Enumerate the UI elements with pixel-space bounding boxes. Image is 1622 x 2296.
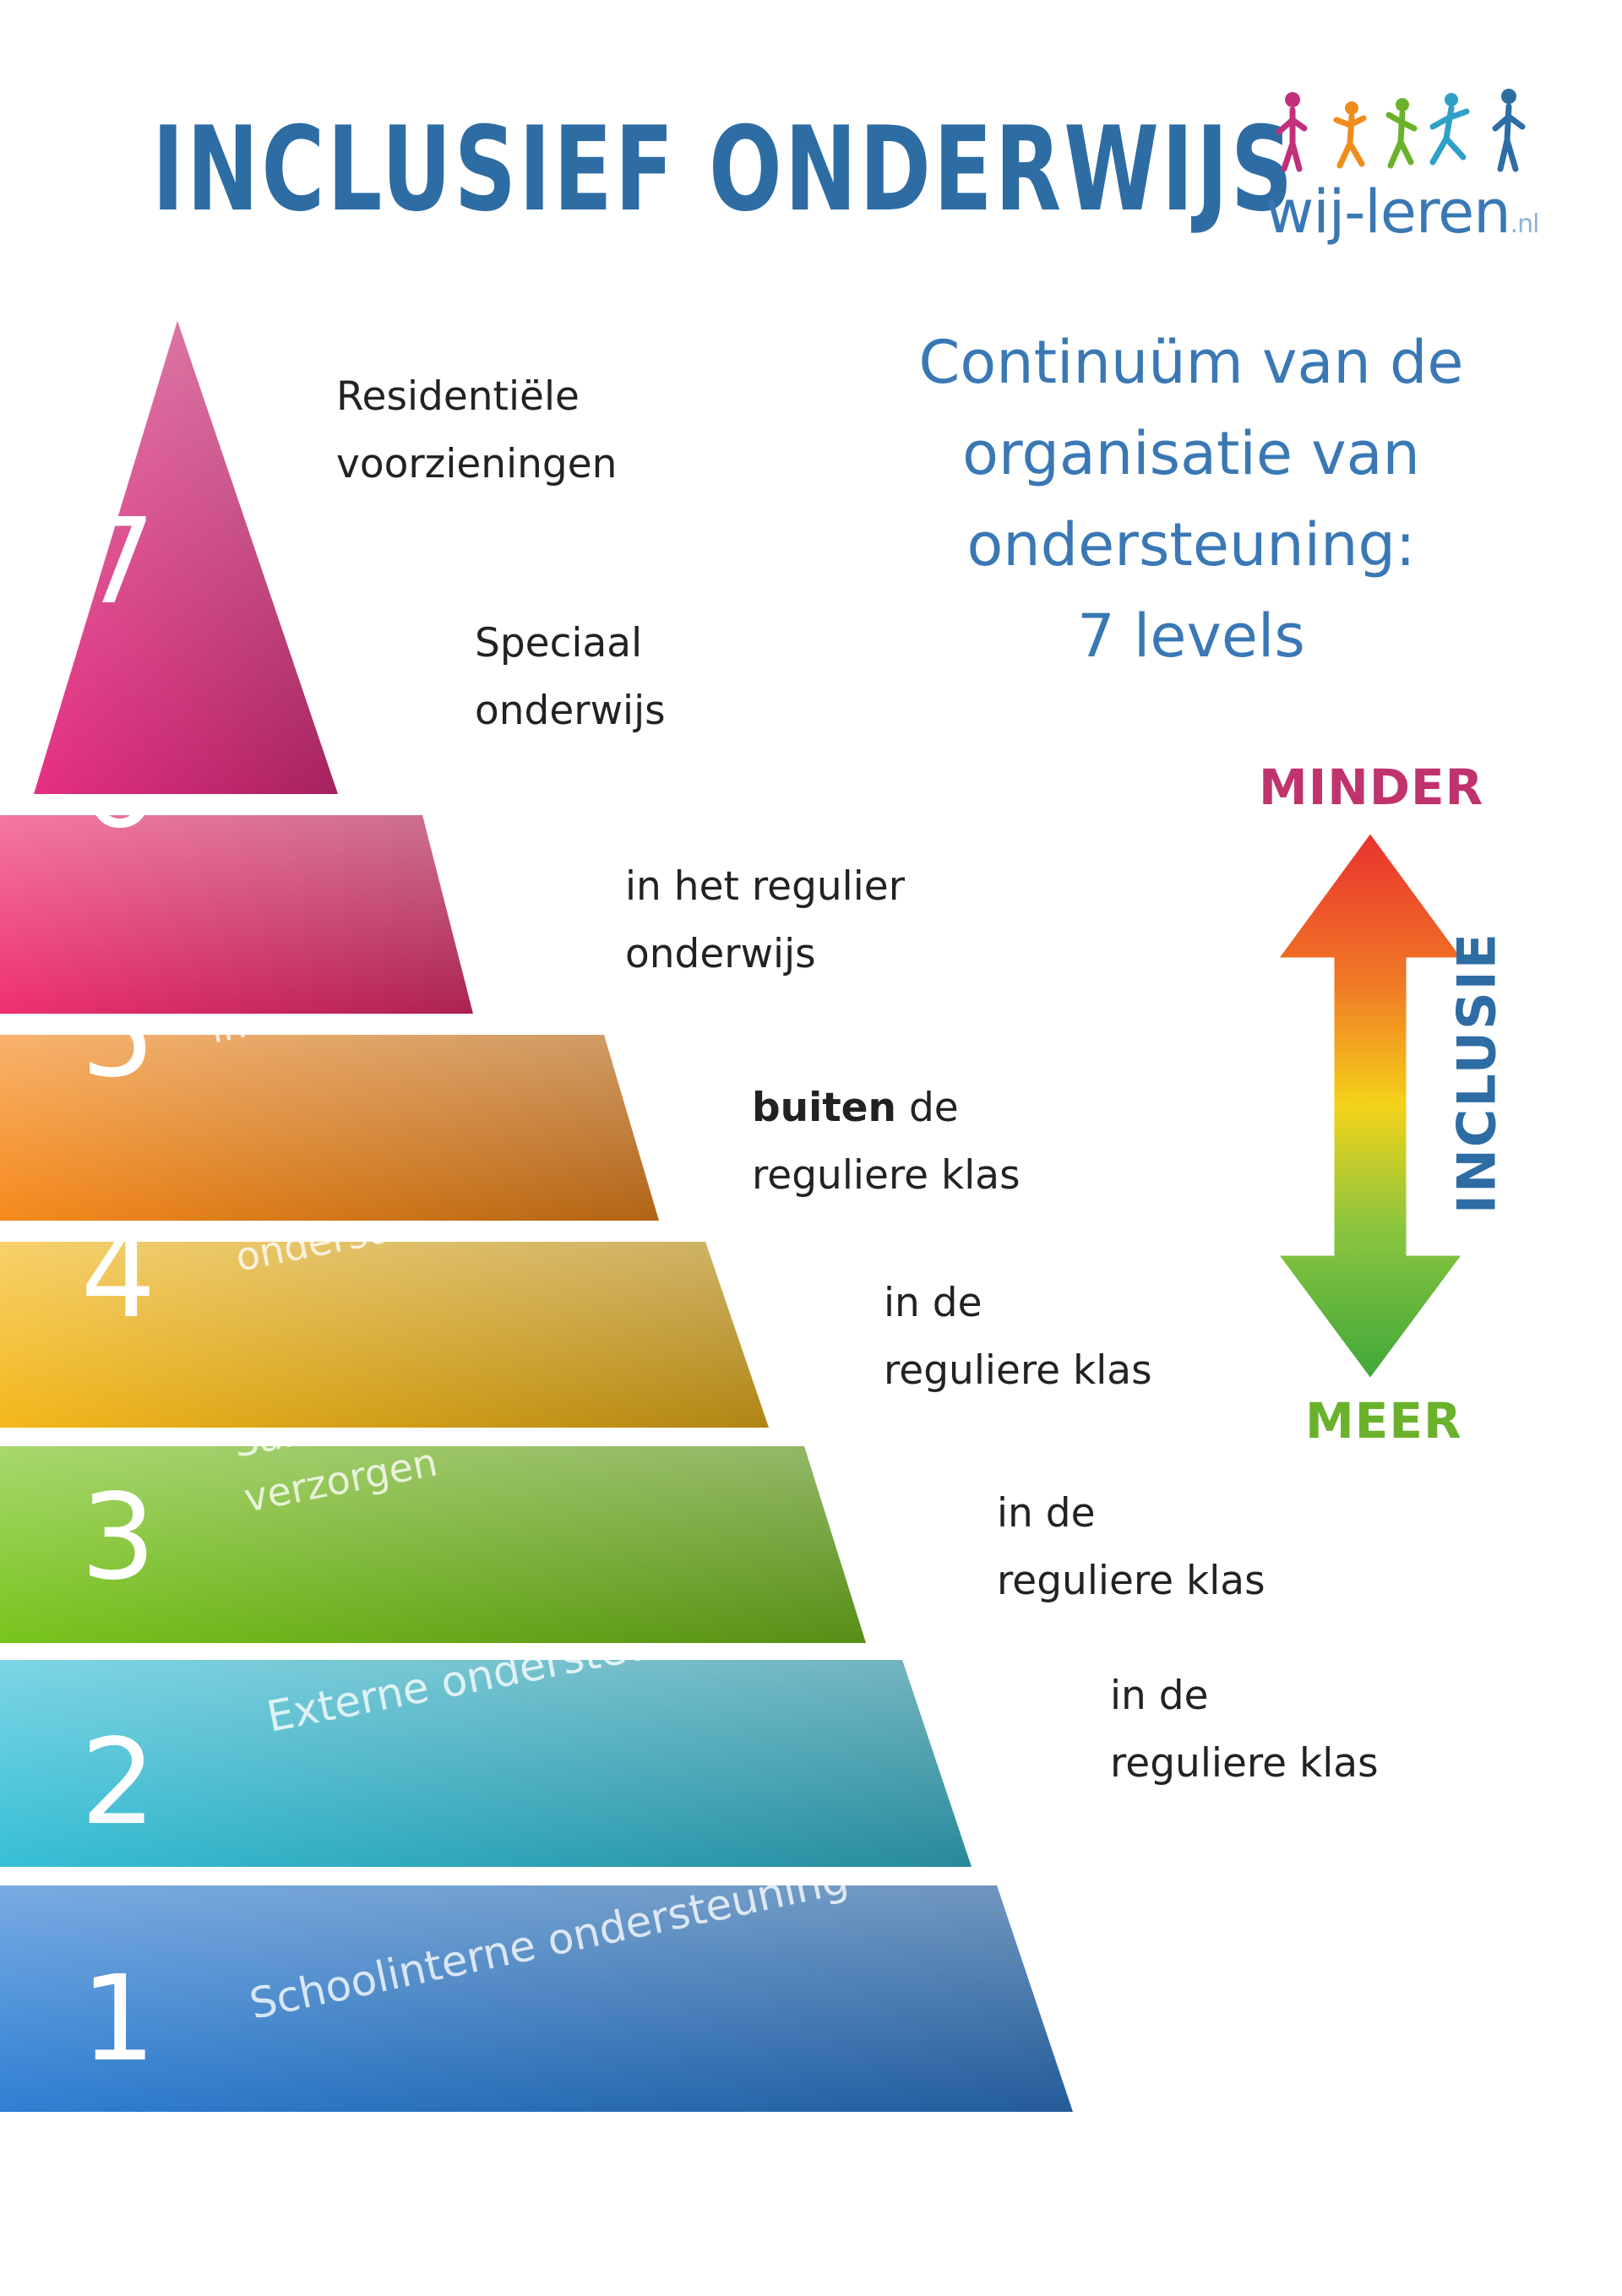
logo-wordmark: wij-leren.nl [1265,177,1540,247]
level-number: 1 [80,1951,155,2088]
arrow-body [1276,832,1466,1381]
description-line: in het regulier [625,863,906,910]
arrow-top-label: MINDER [1259,759,1484,816]
subtitle-line: Continuüm van de [918,328,1464,397]
description-line: in de [997,1490,1096,1537]
description-line: in de [1110,1673,1209,1719]
logo-tld: .nl [1510,209,1540,239]
level-number: 2 [80,1714,155,1852]
level-shine [0,1035,659,1221]
subtitle-line: 7 levels [1077,601,1305,671]
level-shine [0,1660,972,1867]
pyramid-level-7: 7 [34,321,338,794]
description-line: voorzieningen [336,441,618,487]
logo-name: wij-leren [1265,177,1511,247]
level-4-description: buiten de reguliere klas [752,1075,1021,1210]
arrow-bottom-label: MEER [1305,1392,1462,1450]
level-1-description: in de reguliere klas [1110,1662,1379,1798]
description-line: Residentiële [336,373,580,420]
description-rest: de [896,1085,959,1131]
arrow-side-label: INCLUSIE [1445,931,1508,1215]
description-bold: buiten [752,1085,897,1131]
level-shine [0,815,473,1014]
subtitle-line: organisatie van [962,419,1420,488]
level-7-description: Residentiële voorzieningen [336,363,617,498]
level-number: 3 [80,1469,155,1607]
level-shine [0,1885,1073,2112]
level-6-description: Speciaal onderwijs [475,610,666,745]
level-5-description: in het regulier onderwijs [625,853,905,988]
level-2-description: in de reguliere klas [997,1480,1265,1615]
subtitle-line: ondersteuning: [966,510,1416,579]
brand-logo: wij-leren.nl [1259,84,1580,270]
description-line: onderwijs [475,688,666,734]
level-shine [0,1446,866,1643]
description-line: onderwijs [625,931,816,977]
level-shine [0,1242,769,1428]
double-arrow-icon [1276,832,1466,1381]
level-shine [34,321,338,794]
description-line: reguliere klas [884,1347,1152,1394]
description-line: in de [884,1280,982,1326]
description-line: reguliere klas [997,1558,1265,1604]
people-figures-icon [1276,89,1526,172]
level-number: 4 [80,1207,155,1345]
level-3-description: in de reguliere klas [884,1270,1152,1405]
subtitle: Continuüm van de organisatie van onderst… [870,317,1512,682]
pyramid-level-6: 6 [0,717,473,1014]
page-title: INCLUSIEF ONDERWIJS [152,101,1296,237]
description-line: Speciaal [475,620,643,666]
level-number: 7 [80,493,155,631]
description-line: buiten de [752,1075,1021,1142]
description-line: reguliere klas [752,1152,1021,1199]
description-line: reguliere klas [1110,1740,1379,1787]
